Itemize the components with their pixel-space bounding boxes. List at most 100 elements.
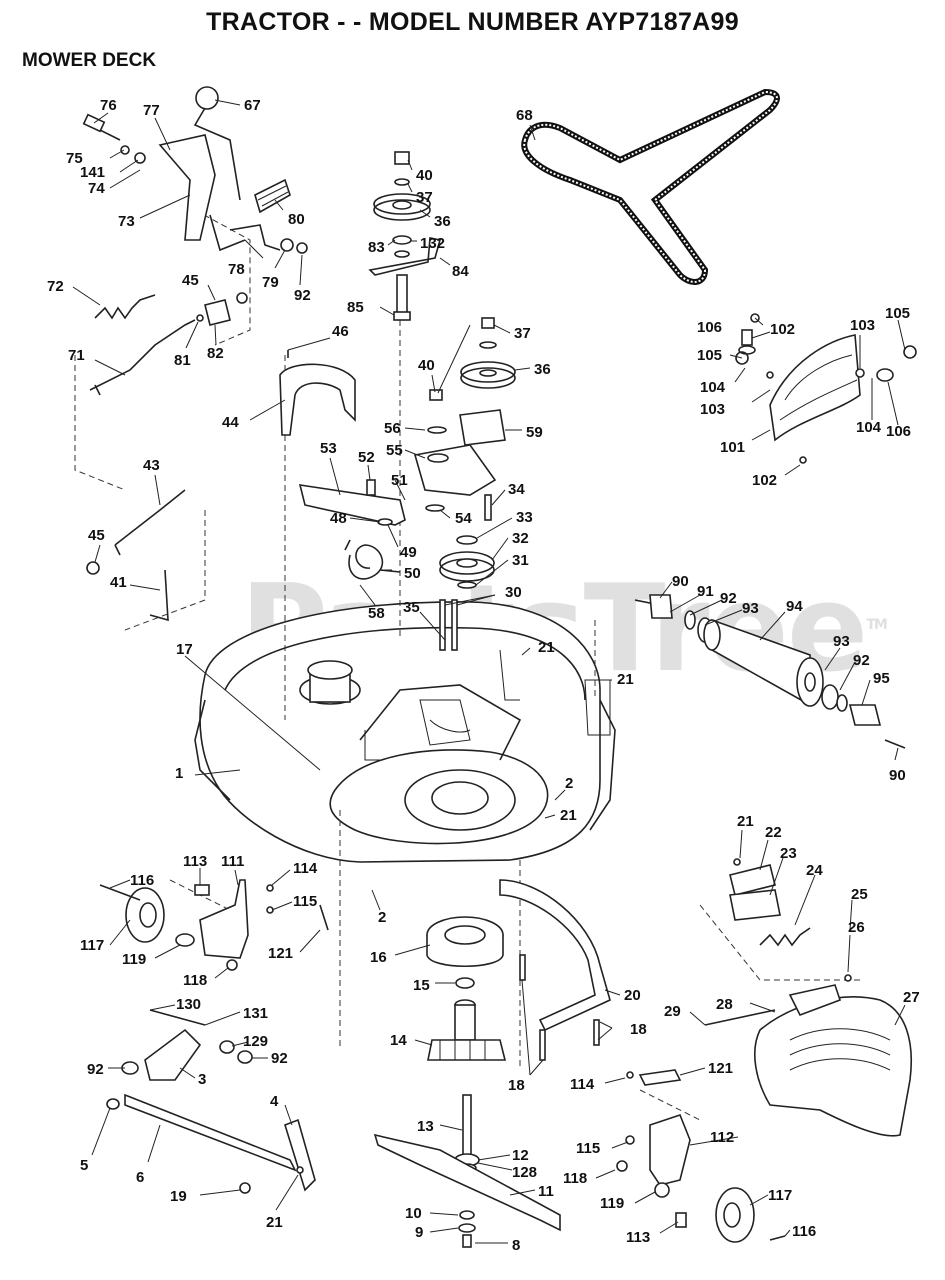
callout-1: 1 [175,765,183,782]
callout-92-c: 92 [853,652,870,669]
right-wheel-assembly [616,1069,786,1243]
front-hanger-assembly [106,1009,316,1194]
callout-28: 28 [716,996,733,1013]
callout-45-b: 45 [88,527,105,544]
belt-guard [279,350,356,436]
callout-117-a: 117 [80,937,104,954]
callout-93-a: 93 [742,600,759,617]
callout-56: 56 [384,420,401,437]
callout-105-b: 105 [697,347,722,364]
callout-106-a: 106 [697,319,722,336]
watermark-tm: TM [866,617,888,633]
callout-48: 48 [330,510,347,527]
callout-71: 71 [68,347,85,364]
mower-blade [373,1133,561,1248]
callout-92-e: 92 [271,1050,288,1067]
callout-131: 131 [243,1005,268,1022]
callout-23: 23 [780,845,797,862]
callout-102-b: 102 [752,472,777,489]
callout-90-a: 90 [672,573,689,590]
callout-76: 76 [100,97,117,114]
callout-20: 20 [624,987,641,1004]
callout-51: 51 [391,472,408,489]
lift-lever-assembly [82,86,308,254]
callout-77: 77 [143,102,160,119]
callout-9: 9 [415,1224,423,1241]
right-bracket-spring [729,858,852,982]
callout-72: 72 [47,278,64,295]
callout-46: 46 [332,323,349,340]
mower-deck-housing [194,601,616,863]
callout-79: 79 [262,274,279,291]
callout-52: 52 [358,449,375,466]
callout-29: 29 [664,1003,681,1020]
callout-21-c: 21 [560,807,577,824]
section-subtitle: MOWER DECK [22,50,157,71]
callout-53: 53 [320,440,337,457]
callout-41: 41 [110,574,127,591]
callout-67: 67 [244,97,261,114]
callout-26: 26 [848,919,865,936]
callout-75: 75 [66,150,83,167]
callout-90-b: 90 [889,767,906,784]
callout-37-b: 37 [514,325,531,342]
callout-132: 132 [420,235,445,252]
callout-11: 11 [538,1183,554,1200]
callout-34: 34 [508,481,525,498]
callout-14: 14 [390,1032,407,1049]
callout-112: 112 [710,1129,734,1146]
callout-22: 22 [765,824,782,841]
callout-116-b: 116 [792,1223,816,1240]
callout-30: 30 [505,584,522,601]
callout-118-a: 118 [183,972,207,989]
callout-104-b: 104 [856,419,882,436]
callout-21-a: 21 [538,639,555,656]
callout-84: 84 [452,263,469,280]
left-wheel-assembly [99,879,329,971]
callout-59: 59 [526,424,543,441]
callout-103-b: 103 [700,401,725,418]
callout-128: 128 [512,1164,537,1181]
callout-21-d: 21 [737,813,754,830]
anti-scalp-roller [634,594,906,749]
leader-lines [72,99,906,1244]
callout-114-a: 114 [293,860,318,877]
callout-118-b: 118 [563,1170,587,1187]
baffle-arm [499,879,611,1061]
callout-43: 43 [143,457,160,474]
callout-92-d: 92 [87,1061,104,1078]
callout-12: 12 [512,1147,529,1164]
idler-pulley-upper [368,151,442,321]
callout-95: 95 [873,670,890,687]
callout-27: 27 [903,989,920,1006]
callout-49: 49 [400,544,417,561]
callout-10: 10 [405,1205,422,1222]
callout-85: 85 [347,299,364,316]
callout-17: 17 [176,641,193,658]
callout-18-a: 18 [630,1021,647,1038]
callout-5: 5 [80,1157,88,1174]
callout-55: 55 [386,442,403,459]
callout-93-b: 93 [833,633,850,650]
callout-15: 15 [413,977,430,994]
callout-92-b: 92 [720,590,737,607]
callout-labels: 76 77 67 75 141 74 73 78 79 80 92 40 37 … [47,97,920,1254]
callout-36-b: 36 [534,361,551,378]
callout-36-a: 36 [434,213,451,230]
callout-44: 44 [222,414,239,431]
callout-50: 50 [404,565,421,582]
callout-4: 4 [270,1093,279,1110]
callout-91: 91 [697,583,714,600]
callout-94: 94 [786,598,803,615]
discharge-chute [704,984,912,1137]
callout-8: 8 [512,1237,520,1254]
spindle-housing [426,916,507,1173]
callout-83: 83 [368,239,385,256]
callout-81: 81 [174,352,191,369]
callout-35: 35 [403,599,420,616]
page-title: TRACTOR - - MODEL NUMBER AYP7187A99 [206,8,739,36]
spindle-pulley [439,535,495,651]
callout-33: 33 [516,509,533,526]
callout-129: 129 [243,1033,268,1050]
callout-80: 80 [288,211,305,228]
